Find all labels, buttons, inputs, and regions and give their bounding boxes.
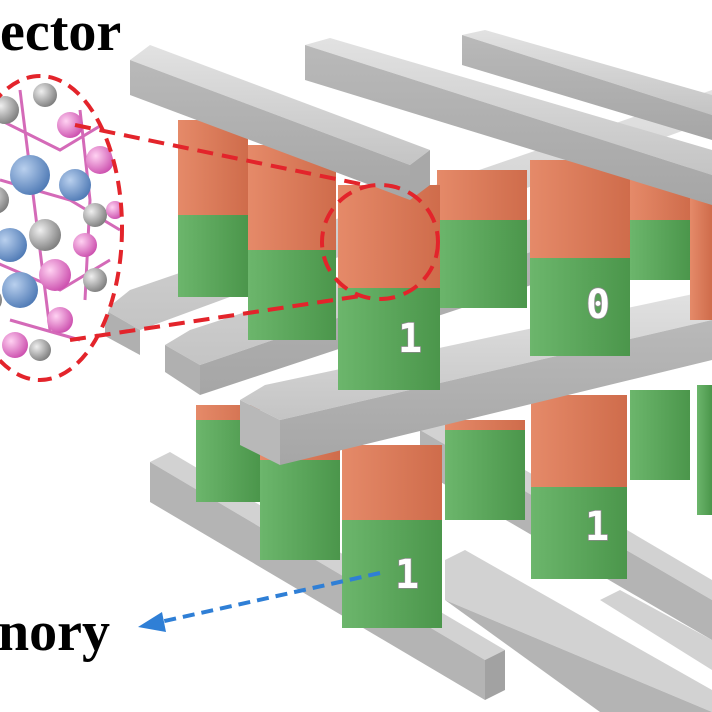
memory-arrow: [138, 571, 381, 632]
bit-label: 1: [398, 316, 422, 362]
bit-labels: 1 0 1 1: [394, 281, 611, 599]
bit-label: 1: [585, 504, 609, 550]
atomic-structure-zoom: [0, 74, 124, 382]
bottom-electrode-front: [445, 550, 712, 712]
callout-circle: [320, 183, 440, 301]
selector-label: ector: [0, 1, 121, 63]
arrow-head-icon: [138, 612, 166, 632]
selector-callout: [69, 123, 440, 342]
top-electrode-layer: [130, 30, 712, 205]
bit-label: 1: [395, 552, 419, 598]
atoms: [0, 83, 122, 361]
bit-label: 0: [586, 282, 610, 328]
zoom-circle-outline: [0, 74, 124, 382]
memory-label: nory: [0, 601, 110, 663]
lower-pillars-front: [342, 385, 712, 628]
